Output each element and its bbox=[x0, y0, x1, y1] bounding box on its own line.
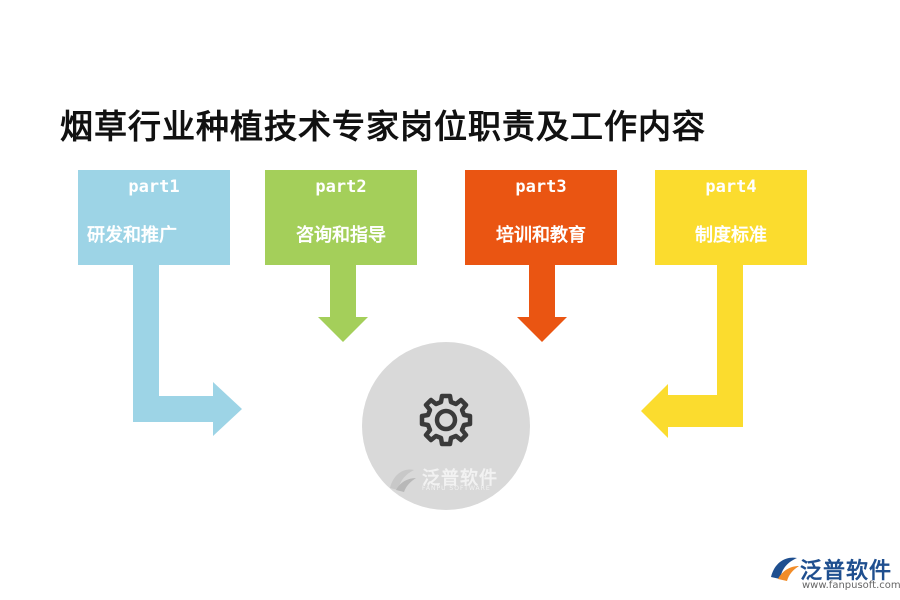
card-part2: part2 咨询和指导 bbox=[265, 170, 417, 265]
brand-logo-icon bbox=[771, 557, 799, 581]
arrow-part2 bbox=[318, 262, 368, 342]
gear-icon bbox=[419, 393, 473, 447]
center-hub: 泛普软件 FANPU SOFTWARE bbox=[362, 342, 530, 510]
card-part4: part4 制度标准 bbox=[655, 170, 807, 265]
card-part1: part1 研发和推广 bbox=[78, 170, 230, 265]
card-part-number: part2 bbox=[315, 177, 367, 197]
watermark: 泛普软件 FANPU SOFTWARE bbox=[386, 466, 516, 494]
arrow-part1 bbox=[133, 262, 242, 436]
watermark-text: 泛普软件 bbox=[422, 468, 498, 489]
arrow-part3 bbox=[517, 262, 567, 342]
card-part-number: part1 bbox=[128, 177, 180, 197]
card-label: 研发和推广 bbox=[87, 225, 177, 246]
watermark-logo-icon bbox=[390, 469, 416, 492]
arrow-part4 bbox=[641, 262, 743, 438]
card-label: 制度标准 bbox=[695, 225, 767, 246]
page-title: 烟草行业种植技术专家岗位职责及工作内容 bbox=[60, 107, 706, 146]
brand-url: www.fanpusoft.com bbox=[802, 580, 900, 591]
watermark-subtext: FANPU SOFTWARE bbox=[422, 485, 491, 492]
card-label: 咨询和指导 bbox=[296, 225, 386, 246]
card-label: 培训和教育 bbox=[496, 225, 586, 246]
brand-name: 泛普软件 bbox=[800, 559, 893, 584]
card-part-number: part4 bbox=[705, 177, 757, 197]
card-part-number: part3 bbox=[515, 177, 567, 197]
card-part3: part3 培训和教育 bbox=[465, 170, 617, 265]
brand-logo: 泛普软件 www.fanpusoft.com bbox=[768, 551, 900, 596]
